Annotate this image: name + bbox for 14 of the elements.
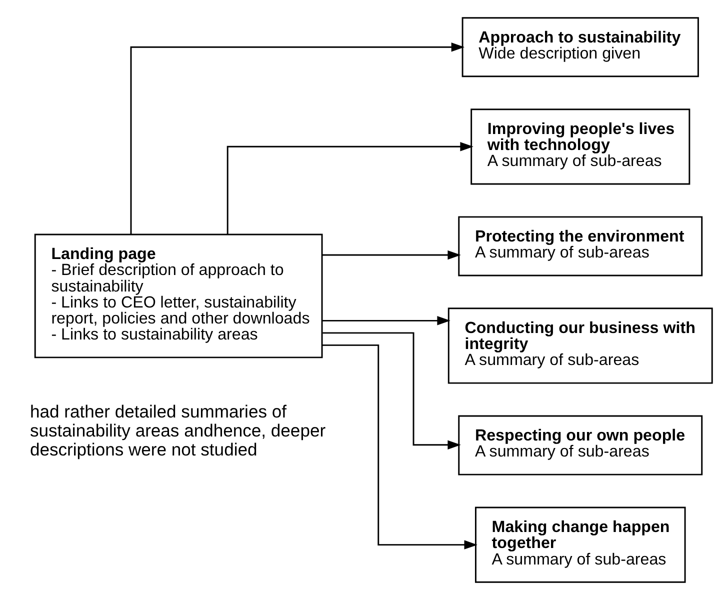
arrow: [322, 332, 461, 450]
arrow: [322, 250, 461, 260]
node-box: Protecting the environment A summary of sub-areas: [458, 216, 703, 276]
node-box: Landing page - Brief description of approach to sustainability - Links to CEO letter, sustainability report, policies and other downloads - Links to sustainability areas: [34, 233, 323, 358]
node-box: Conducting our business with integrity A summary of sub-areas: [448, 307, 713, 384]
arrow: [322, 316, 450, 325]
node-box: Approach to sustainability Wide description given: [462, 16, 699, 77]
node-box: Improving people's lives with technology A summary of sub-areas: [470, 108, 690, 184]
node-box: Respecting our own people A summary of sub-areas: [458, 414, 703, 475]
label: had rather detailed summaries of sustainability areas andhence, deeper descriptions were not studied: [30, 401, 326, 460]
node-box: Making change happen together A summary of sub-areas: [474, 506, 686, 582]
arrow: [130, 42, 465, 234]
arrow: [226, 142, 474, 234]
arrow: [322, 344, 478, 549]
